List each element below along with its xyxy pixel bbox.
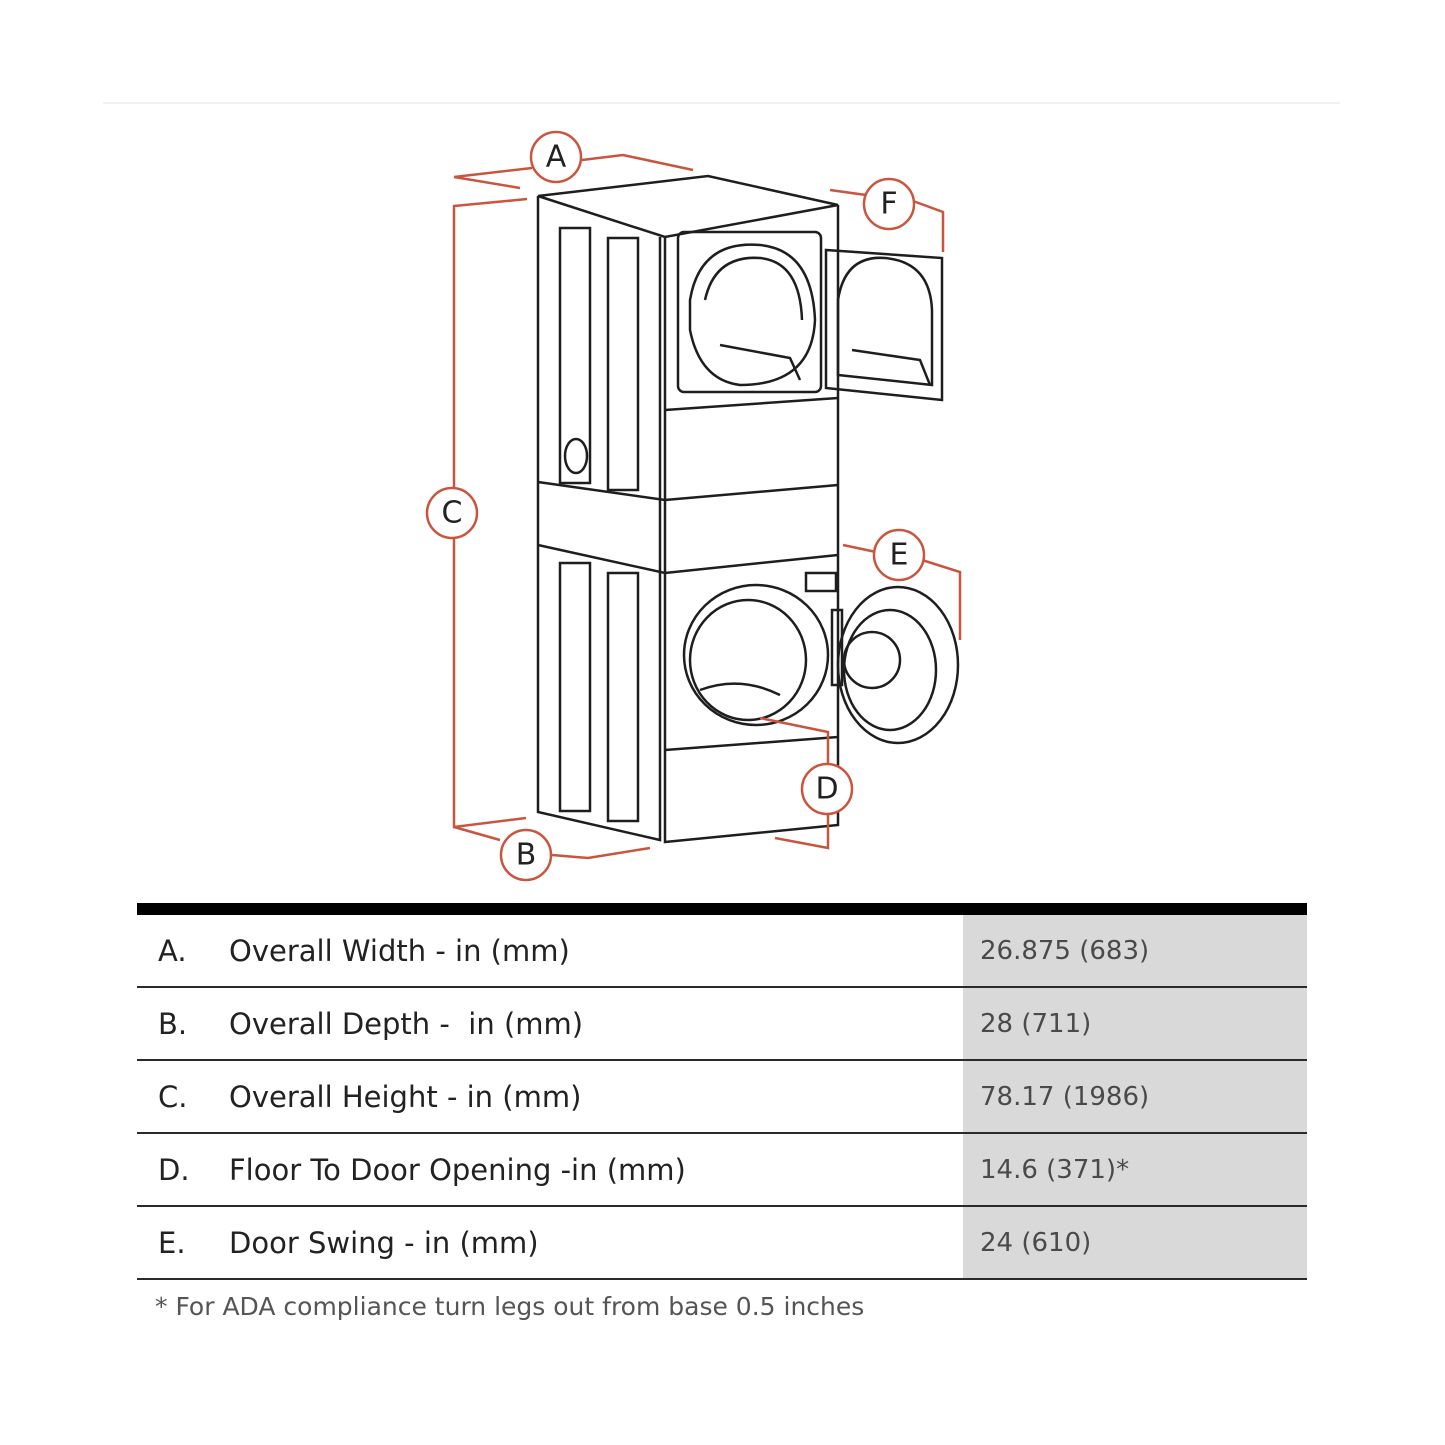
row-label: Overall Height - in (mm) <box>229 1079 582 1114</box>
table-row: E. Door Swing - in (mm) 24 (610) <box>137 1207 1307 1280</box>
row-letter: E. <box>158 1225 186 1260</box>
dimensions-table: A. Overall Width - in (mm) 26.875 (683) B.… <box>137 903 1307 1280</box>
row-value: 14.6 (371)* <box>980 1154 1130 1185</box>
callout-e: E <box>872 528 926 582</box>
svg-text:C: C <box>442 496 463 531</box>
row-label: Overall Width - in (mm) <box>229 933 570 968</box>
row-value: 24 (610) <box>980 1227 1092 1258</box>
stacked-washer-dryer-diagram: A B C D E F <box>425 130 962 882</box>
svg-text:B: B <box>516 838 537 873</box>
table-row: D. Floor To Door Opening -in (mm) 14.6 (37… <box>137 1134 1307 1207</box>
row-value: 78.17 (1986) <box>980 1081 1150 1112</box>
footnote: * For ADA compliance turn legs out from … <box>155 1292 865 1321</box>
dimension-lines <box>452 153 962 860</box>
table-row: C. Overall Height - in (mm) 78.17 (1986) <box>137 1061 1307 1134</box>
table-row: A. Overall Width - in (mm) 26.875 (683) <box>137 915 1307 988</box>
callout-f: F <box>862 177 916 231</box>
row-label: Floor To Door Opening -in (mm) <box>229 1152 686 1187</box>
row-letter: A. <box>158 933 187 968</box>
row-label: Door Swing - in (mm) <box>229 1225 539 1260</box>
top-divider <box>103 102 1340 104</box>
table-header-bar <box>137 903 1307 915</box>
row-letter: B. <box>158 1006 188 1041</box>
callout-d: D <box>800 762 854 816</box>
row-value: 28 (711) <box>980 1008 1092 1039</box>
row-label: Overall Depth - in (mm) <box>229 1006 584 1041</box>
table-row: B. Overall Depth - in (mm) 28 (711) <box>137 988 1307 1061</box>
callout-c: C <box>425 486 479 540</box>
row-letter: C. <box>158 1079 188 1114</box>
row-letter: D. <box>158 1152 190 1187</box>
callout-b: B <box>499 828 553 882</box>
svg-text:E: E <box>890 538 909 573</box>
callout-a: A <box>529 130 583 184</box>
svg-text:A: A <box>546 140 567 175</box>
appliance-drawing <box>536 174 960 844</box>
row-value: 26.875 (683) <box>980 935 1150 966</box>
svg-text:D: D <box>815 772 838 807</box>
svg-text:F: F <box>880 187 897 222</box>
